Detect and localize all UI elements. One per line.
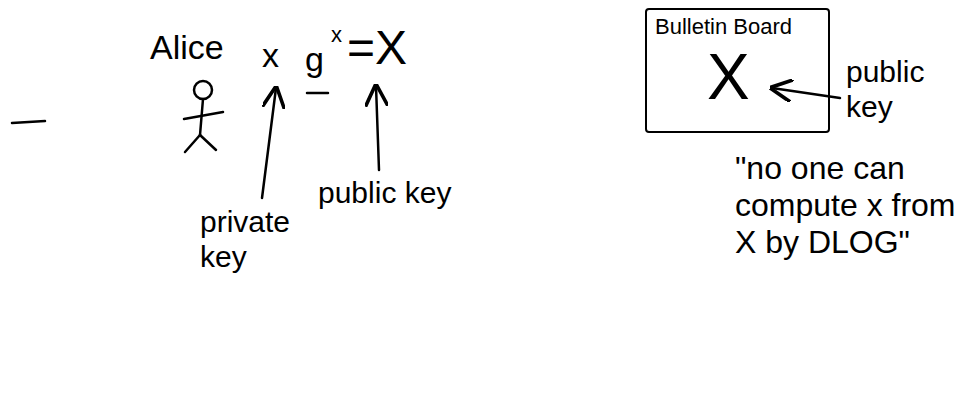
note-text: "no one can compute x from X by DLOG" xyxy=(735,150,960,260)
exponent: x xyxy=(331,22,342,47)
leader-arrow xyxy=(262,88,276,198)
public-key-symbol: X xyxy=(707,41,820,115)
public-key-symbol: =X xyxy=(347,20,407,75)
annotation: private key xyxy=(200,205,310,274)
annotation: public key xyxy=(318,176,451,211)
person-name: Alice xyxy=(150,28,224,67)
leader-arrow xyxy=(376,86,379,170)
stick-figure xyxy=(184,81,223,152)
dash-mark xyxy=(12,121,45,123)
bulletin-board: Bulletin BoardX xyxy=(645,8,830,133)
underline xyxy=(307,92,328,95)
board-heading: Bulletin Board xyxy=(655,14,820,39)
private-key-symbol: x xyxy=(262,36,279,75)
annotation: public key xyxy=(846,55,946,124)
generator-symbol: g xyxy=(305,40,324,79)
